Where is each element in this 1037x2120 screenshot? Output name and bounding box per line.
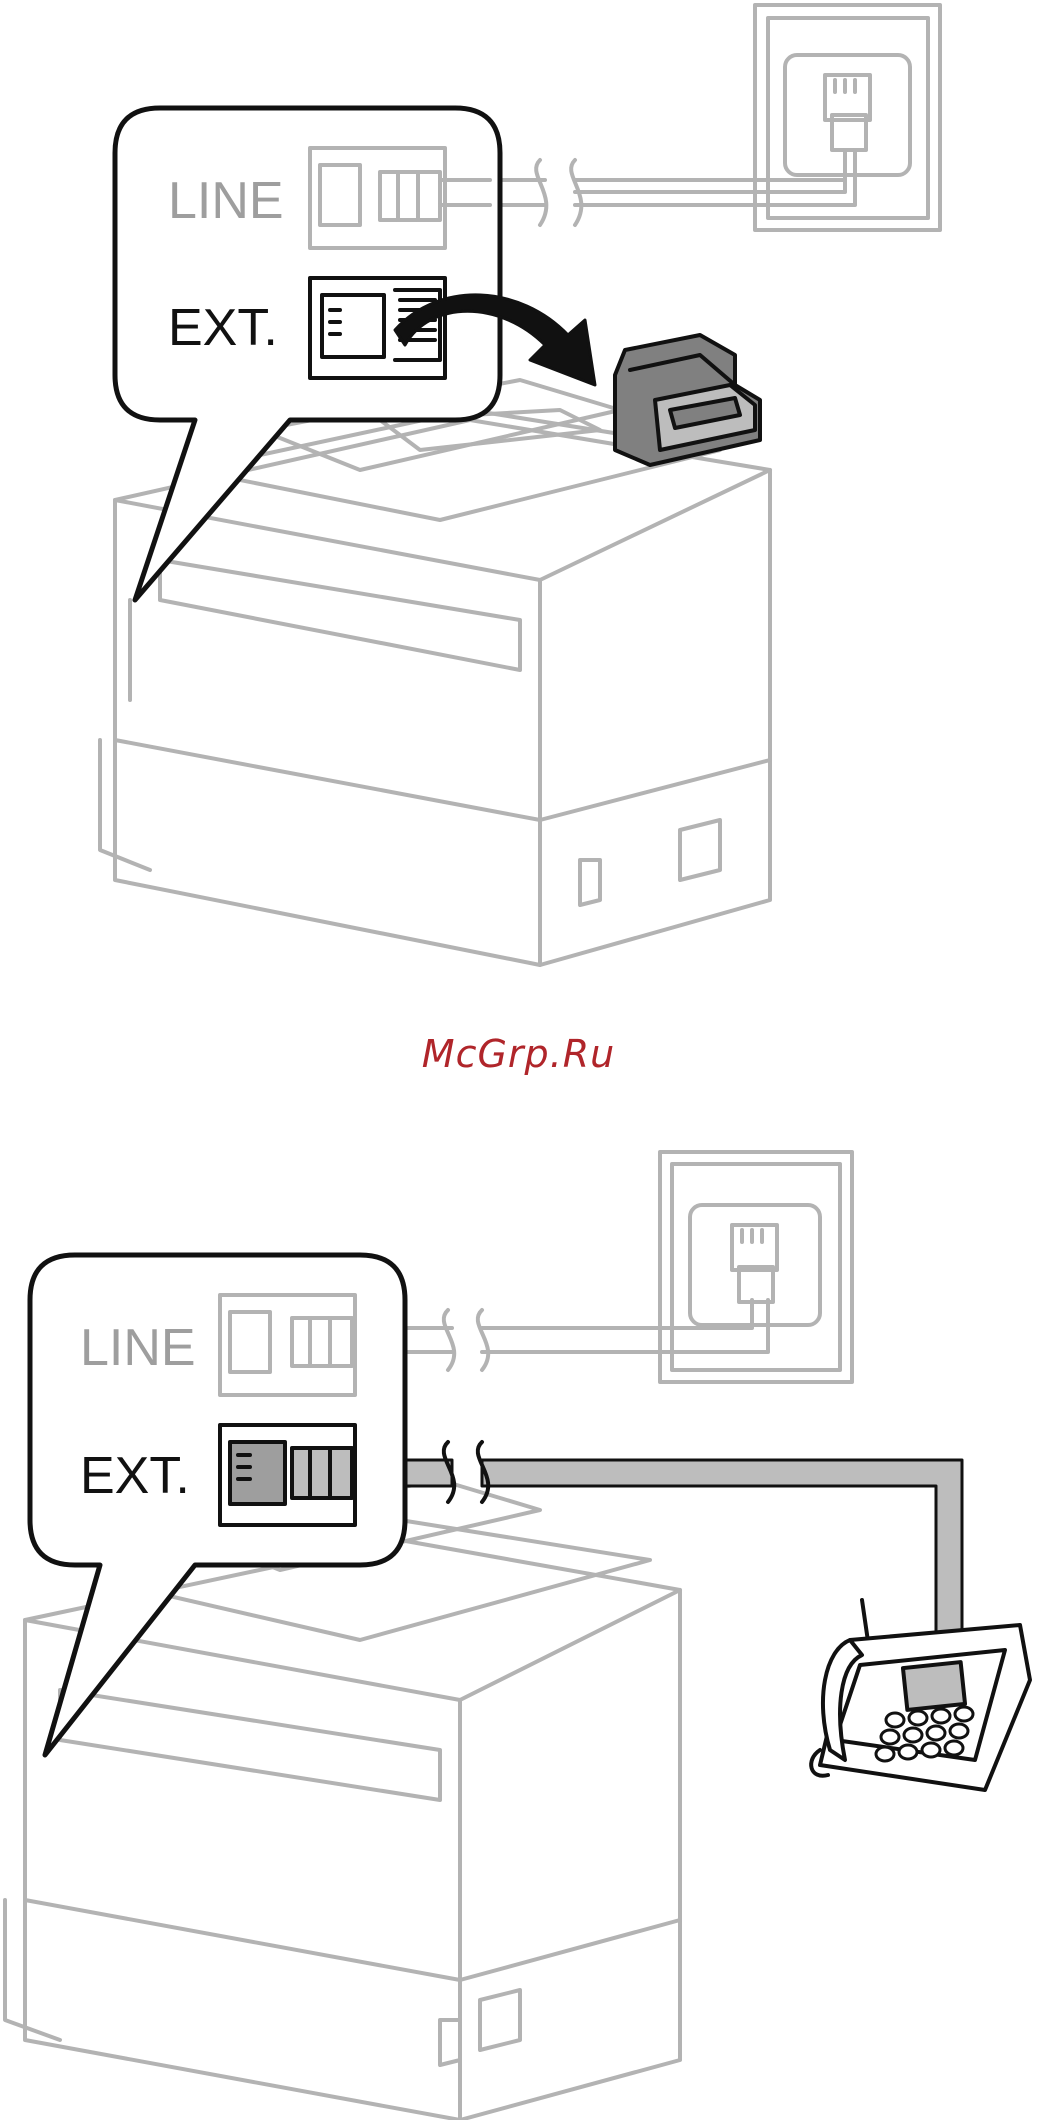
- line-port-label: LINE: [80, 1319, 196, 1377]
- wall-jack-icon: [755, 5, 940, 230]
- telephone-icon: [811, 1600, 1030, 1790]
- step-remove-cap-illustration: LINE EXT.: [0, 0, 1037, 1000]
- step-connect-phone-illustration: LINE EXT.: [0, 1120, 1037, 2120]
- ext-port-label: EXT.: [80, 1447, 190, 1505]
- ext-port-label: EXT.: [168, 299, 278, 357]
- wall-jack-icon: [660, 1152, 852, 1382]
- port-cap-icon: [615, 335, 760, 465]
- phone-cable-icon: [355, 1300, 768, 1370]
- watermark-text: McGrp.Ru: [0, 1032, 1037, 1076]
- line-port-label: LINE: [168, 172, 284, 230]
